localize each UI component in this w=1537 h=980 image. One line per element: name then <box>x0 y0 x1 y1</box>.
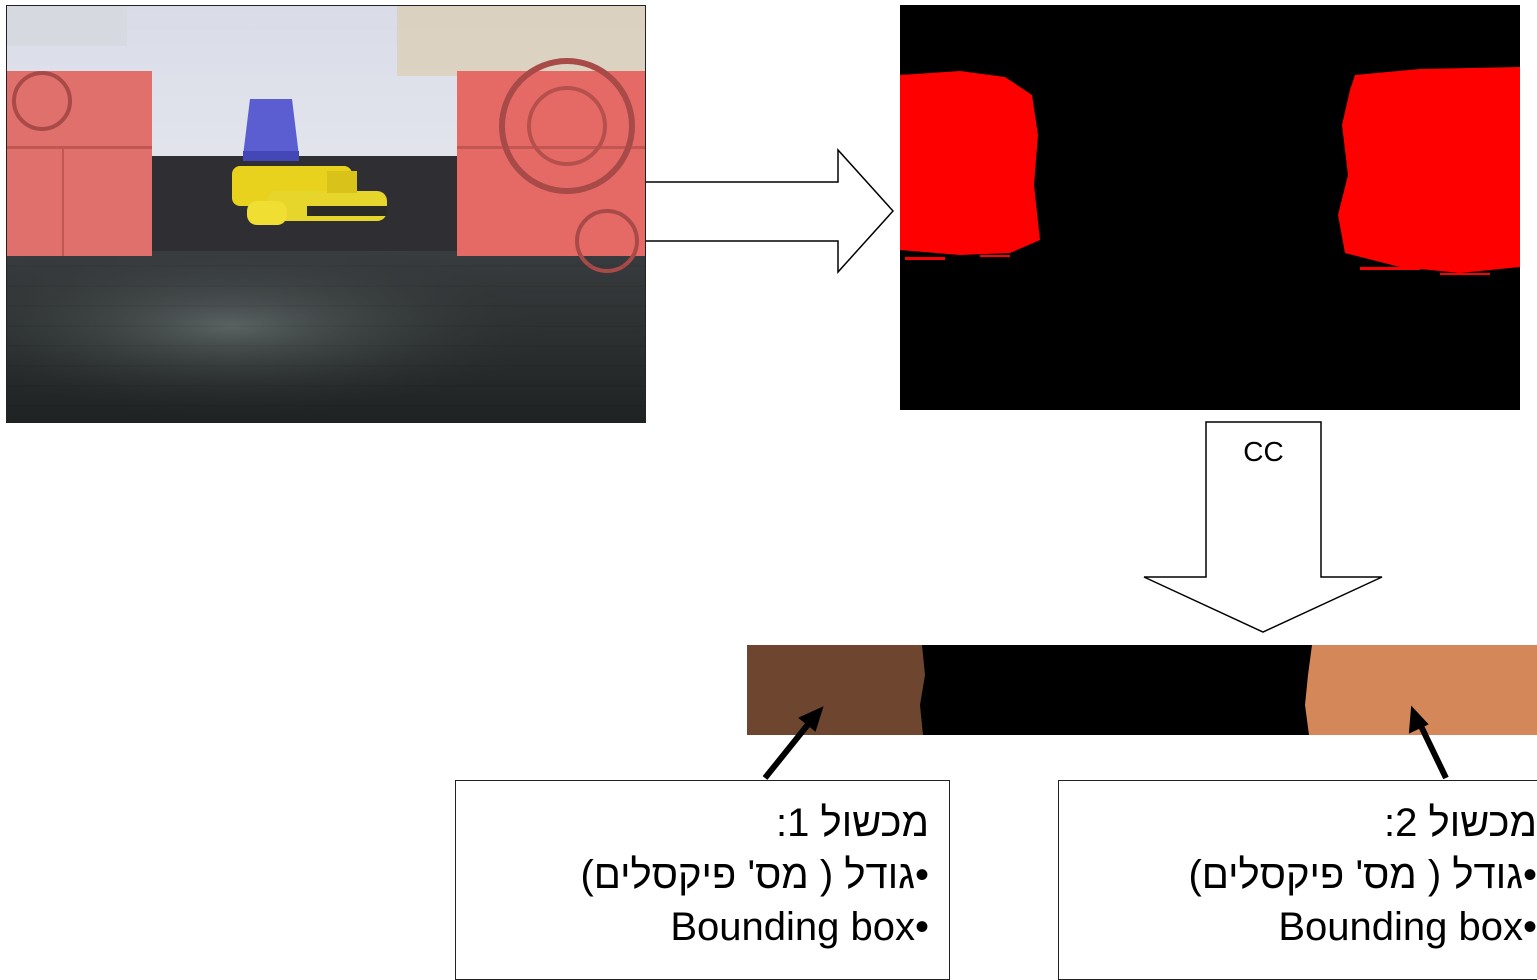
obstacle-2-size-bullet: •גודל ( מס' פיקסלים) <box>1188 853 1537 897</box>
obstacle-1-title: מכשול 1: <box>776 801 929 845</box>
obstacle-1-size-bullet: •גודל ( מס' פיקסלים) <box>580 853 929 897</box>
cc-label: CC <box>1243 436 1284 467</box>
obstacle-2-title: מכשול 2: <box>1384 801 1537 845</box>
obstacle-1-box: מכשול 1: •גודל ( מס' פיקסלים) Bounding b… <box>455 780 950 980</box>
components-illustration <box>747 645 1537 735</box>
obstacle-2-bbox-bullet: Bounding box• <box>1278 905 1537 949</box>
obstacle-1-bbox-bullet: Bounding box• <box>670 905 929 949</box>
red-mask-image <box>900 5 1520 410</box>
red-mask-illustration <box>900 5 1520 410</box>
component-1 <box>747 645 925 735</box>
arrow-right-icon <box>646 148 895 274</box>
obstacle-2-box: מכשול 2: •גודל ( מס' פיקסלים) Bounding b… <box>1058 780 1537 980</box>
camera-scene-illustration <box>7 6 645 422</box>
connected-components-image <box>747 645 1537 735</box>
component-2 <box>1305 645 1537 735</box>
camera-photo <box>6 5 646 423</box>
